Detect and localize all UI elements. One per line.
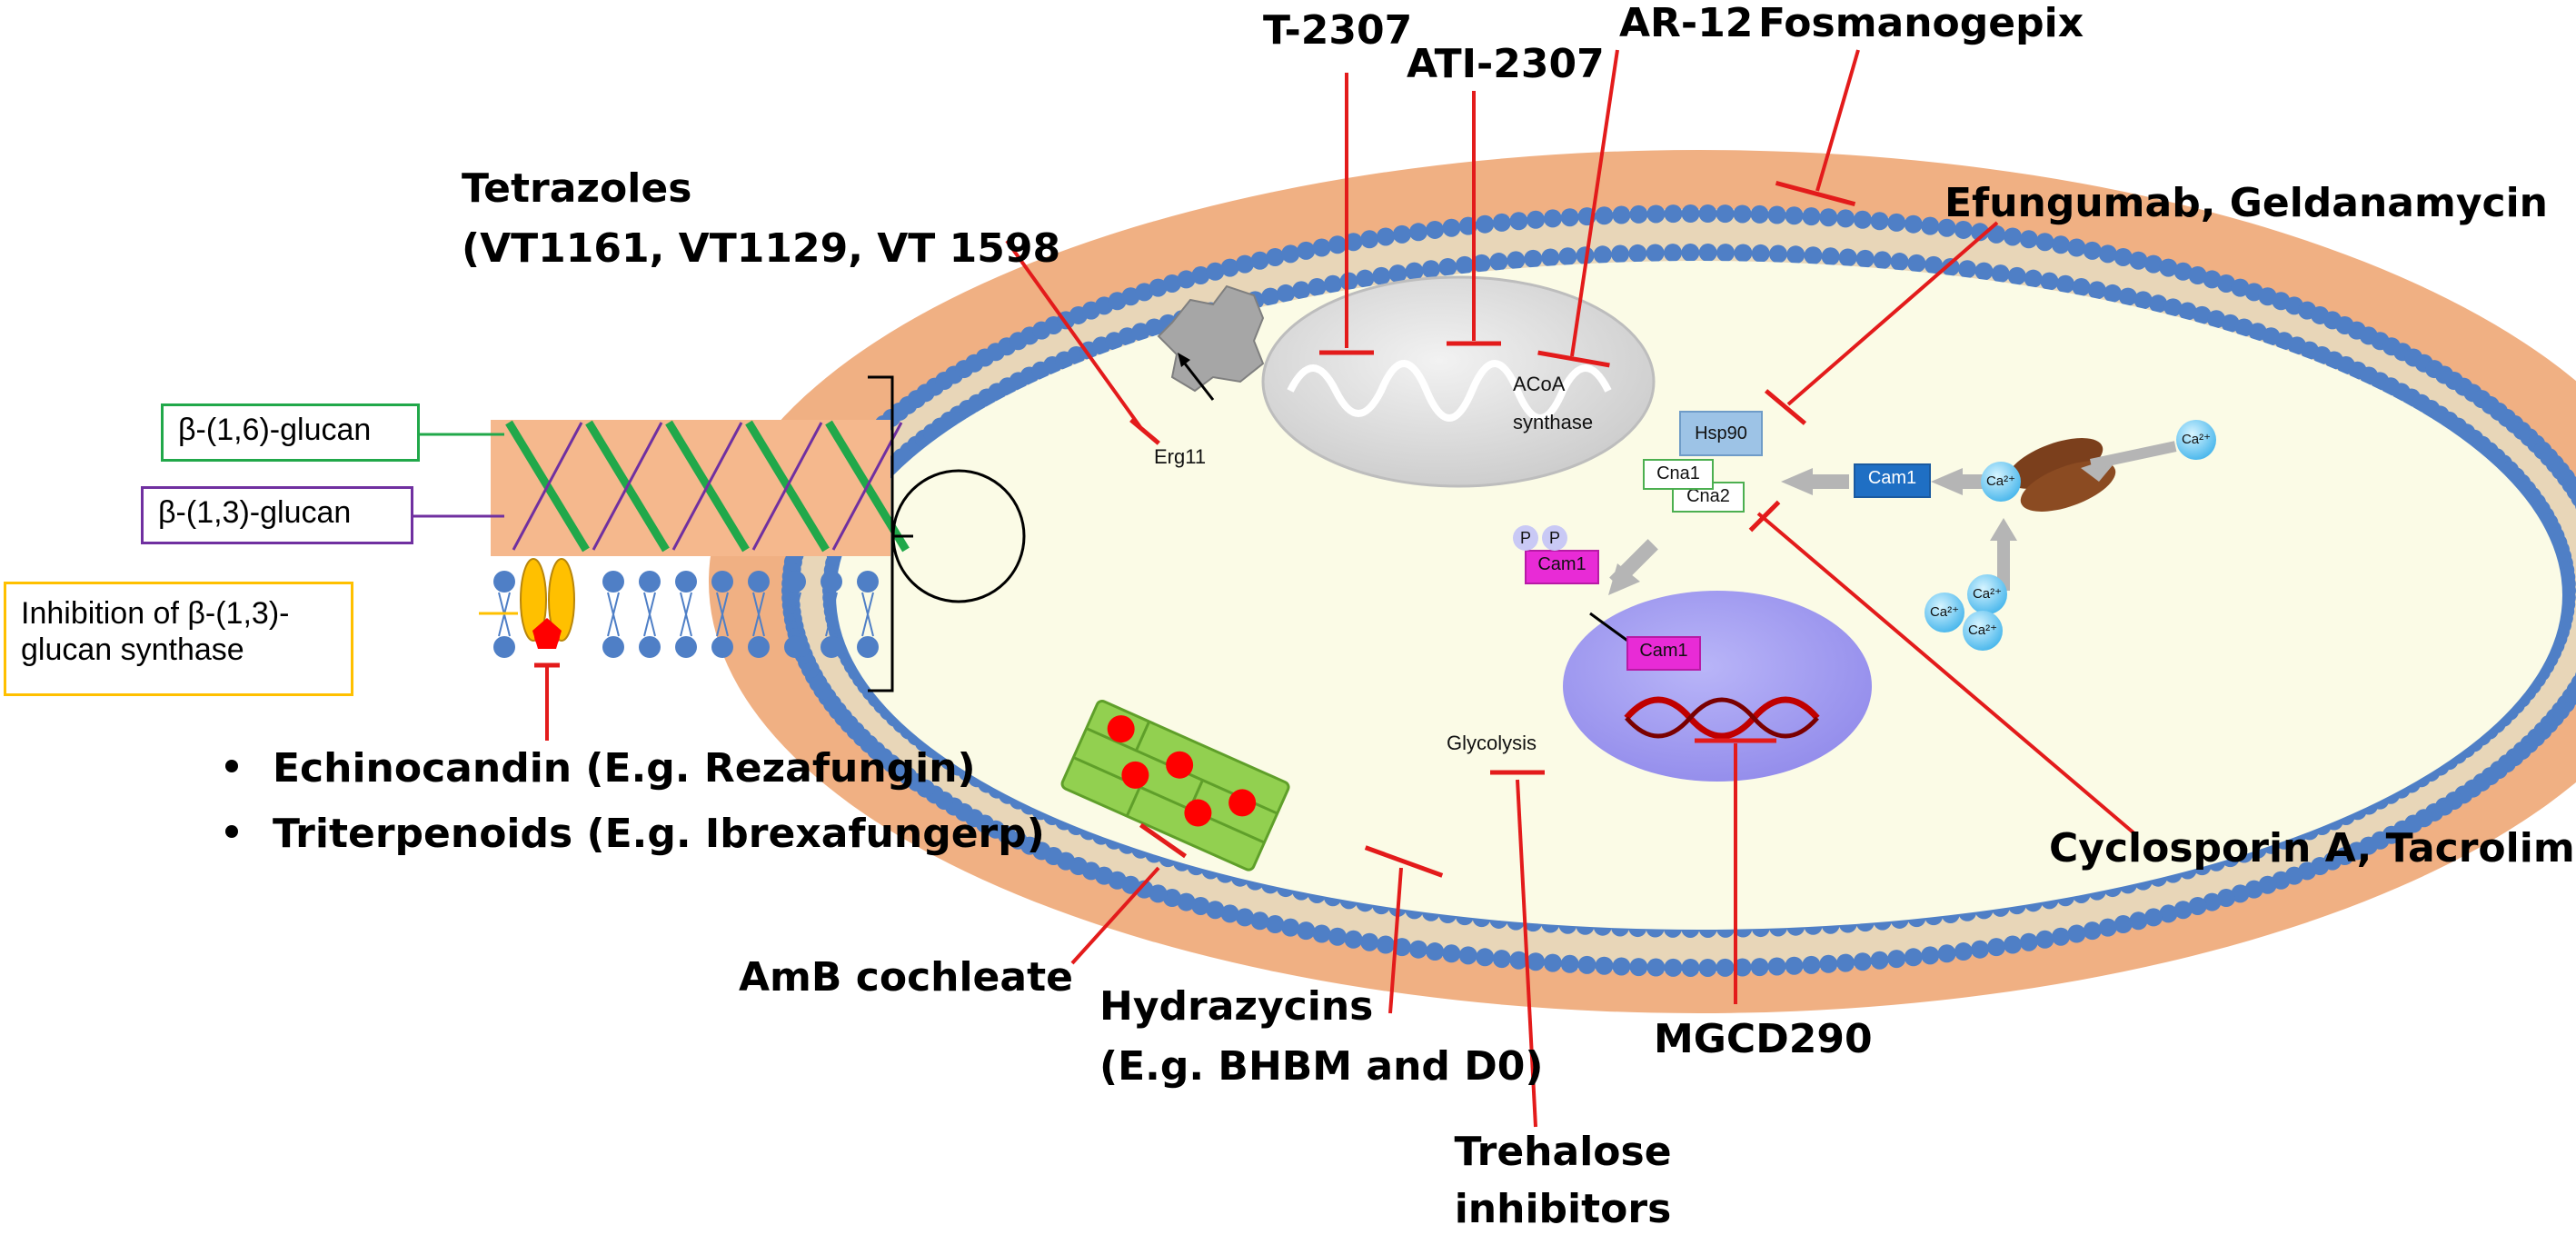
calcium-ion: Ca²⁺ — [1967, 574, 2007, 614]
label-cyclosporin-tacrolimus: Cyclosporin A, Tacrolimus — [2049, 825, 2576, 871]
lipid-cochleate — [1060, 700, 1290, 871]
calcium-ion: Ca²⁺ — [1963, 611, 2003, 651]
label-hydrazycins: Hydrazycins — [1099, 983, 1374, 1030]
calcium-ion: Ca²⁺ — [1925, 593, 1964, 632]
inhibition-marker — [1319, 73, 1374, 355]
hsp90-protein: Hsp90 — [1679, 411, 1763, 456]
phospho-cam1-protein: Cam1 — [1525, 550, 1599, 584]
calcium-ion: Ca²⁺ — [2176, 420, 2216, 460]
bullet-item: Triterpenoids (E.g. Ibrexafungerp) — [225, 802, 1045, 867]
inhibition-marker — [1695, 738, 1776, 1004]
cam1-protein: Cam1 — [1854, 463, 1931, 498]
label-ar12: AR-12 — [1619, 0, 1754, 46]
beta-1-3-glucan-label: β-(1,3)-glucan — [141, 486, 413, 544]
label-trehalose-inhibitors: Trehalose — [1454, 1129, 1672, 1175]
inhibition-marker — [1764, 221, 1999, 425]
nucleus — [1563, 591, 1872, 782]
label-tetrazoles: Tetrazoles — [462, 165, 692, 212]
glucan-synthase-inhibition-label: Inhibition of β-(1,3)-glucan synthase — [4, 582, 353, 696]
phosphate-group: P — [1542, 525, 1567, 551]
label-t2307: T-2307 — [1263, 7, 1413, 54]
inhibition-marker — [1490, 770, 1545, 1128]
bullet-item: Echinocandin (E.g. Rezafungin) — [225, 736, 1045, 802]
label-tetrazoles-examples: (VT1161, VT1129, VT 1598 — [462, 225, 1061, 272]
nuclear-cam1-protein: Cam1 — [1626, 636, 1701, 671]
label-efungumab-geldanamycin: Efungumab, Geldanamycin — [1944, 180, 2548, 226]
label-hydrazycins-examples: (E.g. BHBM and D0) — [1099, 1043, 1544, 1090]
signalling-arrows — [1608, 441, 2177, 595]
inhibition-marker — [1748, 500, 2137, 836]
acoa-synthase-label: ACoA — [1513, 373, 1566, 395]
phosphate-group: P — [1513, 525, 1538, 551]
mitochondrion — [1261, 275, 1656, 488]
inhibition-marker — [1005, 239, 1160, 445]
erg11-enzyme-shape — [1157, 284, 1265, 401]
inhibition-marker — [1537, 49, 1619, 368]
label-mgcd290: MGCD290 — [1654, 1016, 1873, 1062]
bullet-icon — [225, 825, 238, 838]
inhibition-marker — [1775, 49, 1860, 207]
label-fosmanogepix: Fosmanogepix — [1758, 0, 2084, 46]
inhibition-marker — [1070, 822, 1188, 965]
label-amb-cochleate: AmB cochleate — [739, 954, 1073, 1001]
label-ati2307: ATI-2307 — [1407, 41, 1605, 87]
inhibition-marker — [1447, 91, 1501, 346]
acoa-synthase-label-line2: synthase — [1513, 411, 1594, 433]
label-trehalose-inhibitors-line2: inhibitors — [1454, 1186, 1672, 1232]
cell-wall-inhibitor-list: Echinocandin (E.g. Rezafungin) Triterpen… — [225, 736, 1045, 867]
glycolysis-label: Glycolysis — [1447, 732, 1537, 754]
bullet-icon — [225, 760, 238, 772]
inhibition-marker — [1364, 845, 1444, 1014]
beta-1-6-glucan-label: β-(1,6)-glucan — [161, 403, 420, 462]
calcium-ion: Ca²⁺ — [1981, 462, 2021, 502]
cell-wall-inset — [413, 375, 1026, 741]
cna1-protein: Cna1 — [1643, 459, 1714, 490]
erg11-label: Erg11 — [1154, 445, 1207, 468]
